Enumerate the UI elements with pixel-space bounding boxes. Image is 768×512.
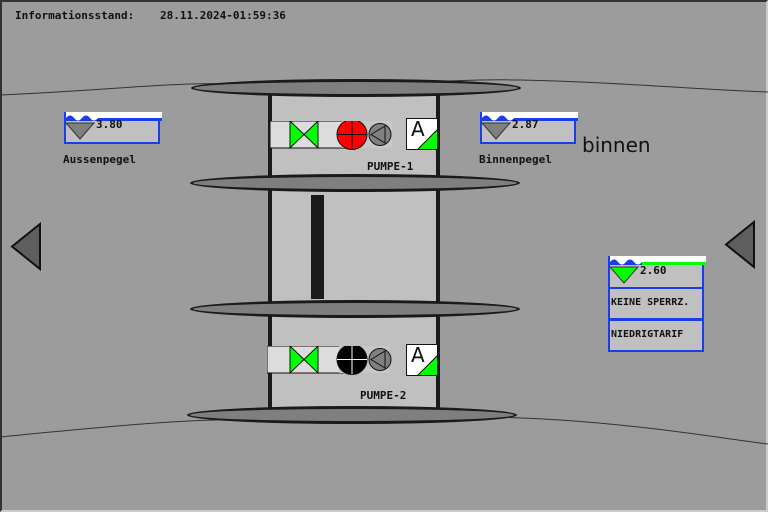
mode-letter: A <box>411 118 425 141</box>
level-triangle-icon <box>482 122 512 140</box>
platform-upper <box>190 174 520 192</box>
pump-1-label: PUMPE-1 <box>367 160 414 173</box>
valve-icon <box>289 119 305 150</box>
gate-bar <box>311 195 324 299</box>
sperrzeit-status: KEINE SPERRZ. <box>608 287 704 320</box>
tarif-status: NIEDRIGTARIF <box>608 319 704 352</box>
info-timestamp: 28.11.2024-01:59:36 <box>160 9 286 22</box>
third-gauge: 2.60 <box>608 256 706 288</box>
platform-lower <box>190 300 520 318</box>
binnenpegel-value: 2.87 <box>512 118 539 131</box>
third-gauge-value: 2.60 <box>640 264 667 277</box>
platform-top <box>191 79 521 97</box>
pump-direction-icon <box>368 123 392 146</box>
pump-1[interactable] <box>269 119 392 150</box>
nav-right-arrow-icon[interactable] <box>724 220 756 270</box>
auto-mode-indicator-1[interactable]: A <box>406 118 438 150</box>
platform-bottom <box>187 406 517 424</box>
aussenpegel-label: Aussenpegel <box>63 153 136 166</box>
auto-mode-indicator-2[interactable]: A <box>406 344 438 376</box>
binnenpegel-gauge: 2.87 <box>480 112 578 144</box>
level-triangle-icon <box>610 266 640 284</box>
level-triangle-icon <box>66 122 96 140</box>
pump-2-label: PUMPE-2 <box>360 389 407 402</box>
binnenpegel-label: Binnenpegel <box>479 153 552 166</box>
aussenpegel-value: 3.80 <box>96 118 123 131</box>
aussenpegel-gauge: 3.80 <box>64 112 162 144</box>
mode-letter: A <box>411 344 425 367</box>
info-label: Informationsstand: <box>15 9 135 22</box>
pump-2[interactable] <box>266 344 392 375</box>
nav-left-arrow-icon[interactable] <box>10 222 42 272</box>
pump-direction-icon <box>368 348 392 371</box>
binnen-side-label: binnen <box>582 133 651 157</box>
valve-icon <box>289 344 305 375</box>
